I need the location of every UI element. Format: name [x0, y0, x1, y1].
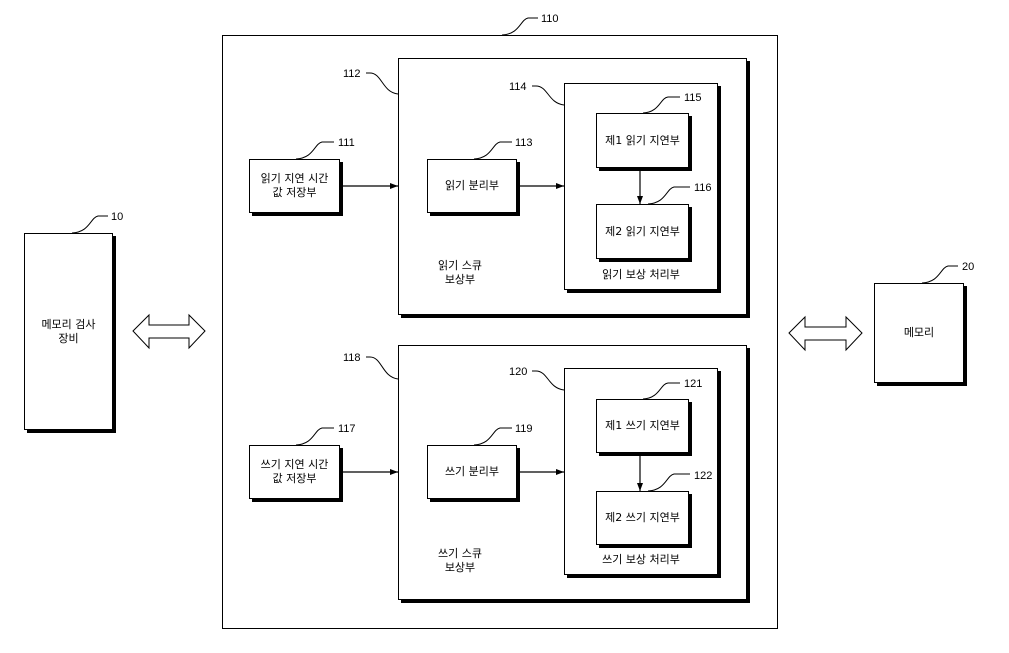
- ref-120: 120: [509, 366, 528, 378]
- memory-label: 메모리: [903, 326, 935, 339]
- write-skew-compensation-label: 쓰기 스큐 보상부: [438, 547, 482, 574]
- ref-116: 116: [694, 182, 712, 194]
- ref-10: 10: [111, 211, 124, 223]
- first-write-delay-block: 제1 쓰기 지연부: [596, 399, 689, 453]
- second-read-delay-block: 제2 읽기 지연부: [596, 204, 689, 259]
- ref-111: 111: [338, 137, 355, 149]
- ref-115: 115: [684, 92, 702, 104]
- first-write-delay-label: 제1 쓰기 지연부: [605, 419, 680, 432]
- read-separator-block: 읽기 분리부: [427, 159, 517, 213]
- read-compensation-processor-label: 읽기 보상 처리부: [602, 268, 680, 281]
- ref-121: 121: [684, 378, 703, 390]
- memory-tester-block: 메모리 검사 장비: [24, 233, 113, 430]
- ref-122: 122: [694, 470, 713, 482]
- leader-110: [501, 17, 538, 36]
- write-latency-store-block: 쓰기 지연 시간 값 저장부: [249, 445, 340, 499]
- first-read-delay-block: 제1 읽기 지연부: [596, 113, 689, 168]
- write-separator-label: 쓰기 분리부: [444, 465, 500, 478]
- read-latency-store-label: 읽기 지연 시간 값 저장부: [260, 172, 329, 199]
- read-skew-compensation-label: 읽기 스큐 보상부: [438, 259, 482, 286]
- ref-114: 114: [509, 81, 527, 93]
- read-latency-store-block: 읽기 지연 시간 값 저장부: [249, 159, 340, 213]
- write-separator-block: 쓰기 분리부: [427, 445, 517, 499]
- ref-119: 119: [515, 423, 533, 435]
- leader-20: [921, 265, 958, 284]
- second-write-delay-block: 제2 쓰기 지연부: [596, 491, 689, 545]
- memory-tester-label: 메모리 검사 장비: [41, 317, 96, 345]
- memory-block: 메모리: [874, 283, 964, 383]
- ref-112: 112: [343, 68, 361, 80]
- ref-113: 113: [515, 137, 533, 149]
- read-separator-label: 읽기 분리부: [444, 179, 500, 192]
- write-latency-store-label: 쓰기 지연 시간 값 저장부: [260, 458, 329, 485]
- ref-110: 110: [541, 13, 559, 25]
- leader-10: [71, 215, 108, 234]
- ref-20: 20: [962, 261, 975, 273]
- write-compensation-processor-label: 쓰기 보상 처리부: [602, 553, 680, 566]
- second-write-delay-label: 제2 쓰기 지연부: [605, 511, 680, 524]
- ref-117: 117: [338, 423, 356, 435]
- ref-118: 118: [343, 352, 361, 364]
- bidirectional-arrow-tester-controller: [132, 313, 206, 350]
- bidirectional-arrow-controller-memory: [788, 315, 863, 352]
- second-read-delay-label: 제2 읽기 지연부: [605, 224, 680, 238]
- first-read-delay-label: 제1 읽기 지연부: [605, 133, 680, 147]
